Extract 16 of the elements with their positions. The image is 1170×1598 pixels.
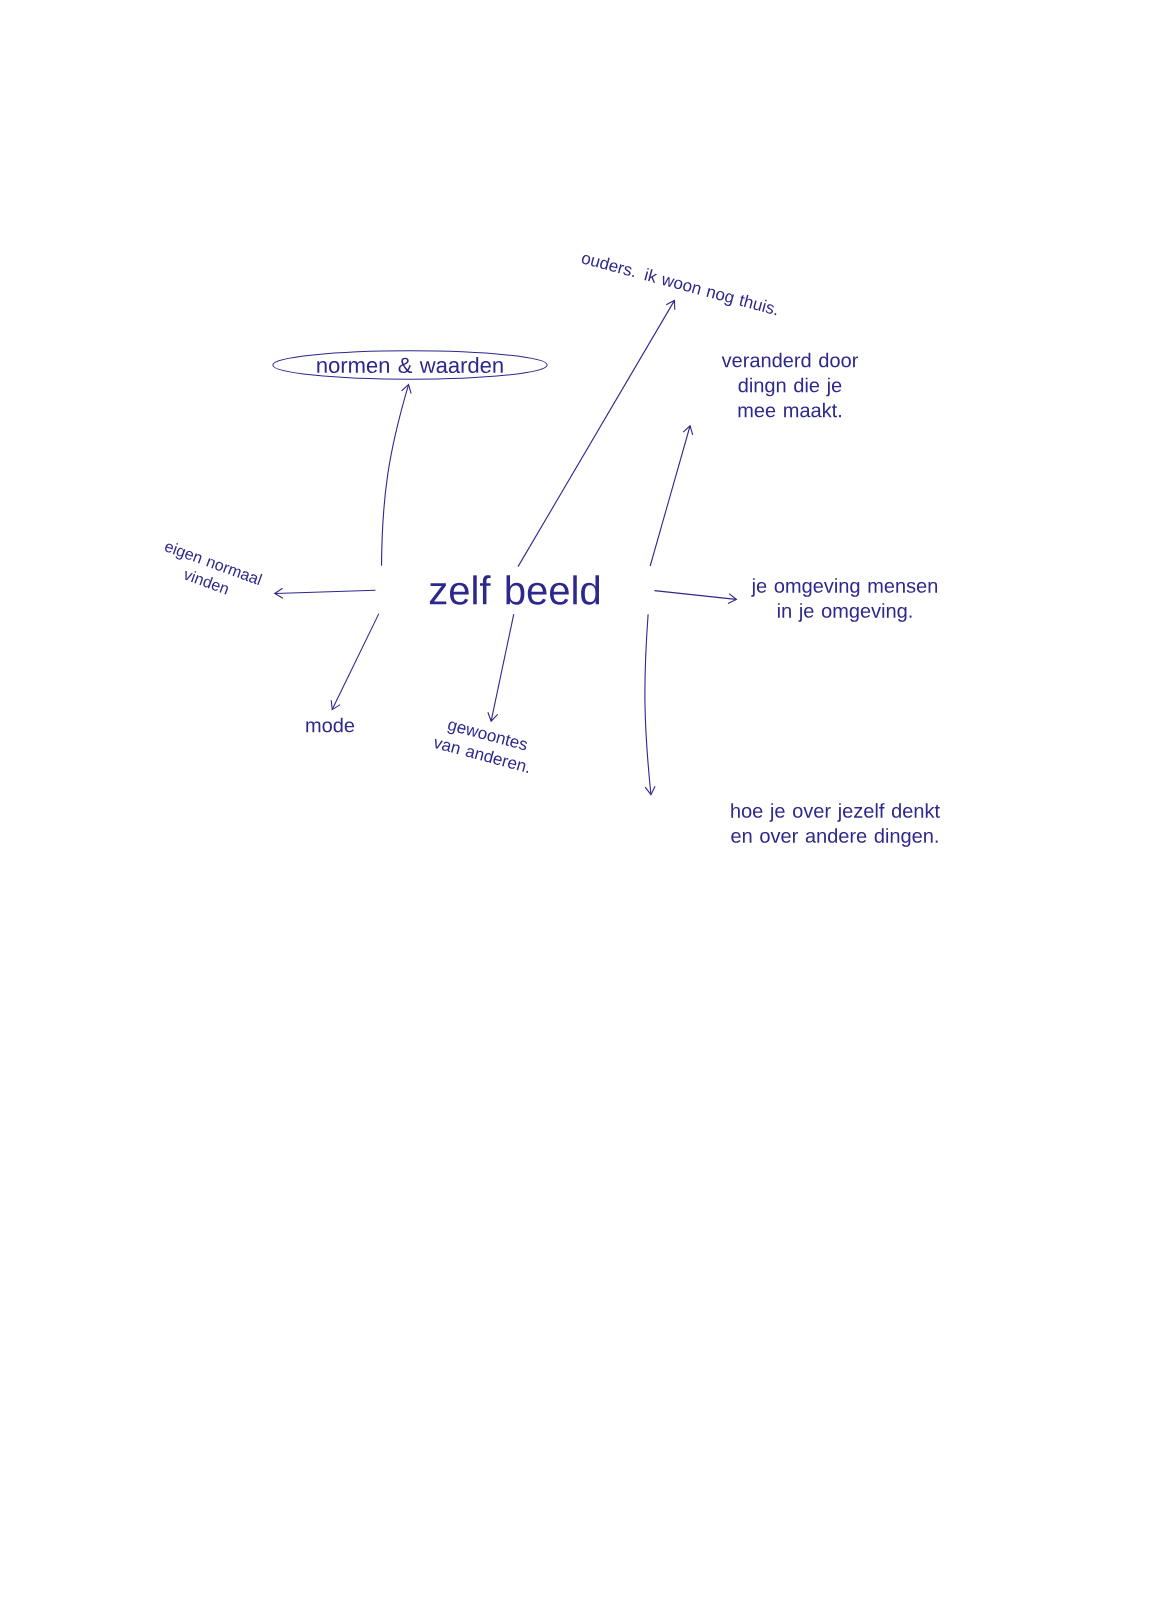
arrow [649, 424, 694, 567]
concept-text: veranderd door dingn die je mee maakt. [721, 352, 858, 418]
concept-text: hoe je over jezelf denkt en over andere dingen. [731, 803, 940, 847]
arrow [330, 613, 380, 711]
arrow [517, 299, 676, 568]
concept-text: ouders. ik woon nog thuis. [581, 255, 777, 316]
arrow [487, 613, 515, 723]
central-concept: zelf beeld [429, 575, 600, 605]
arrow [653, 590, 738, 605]
arrow [644, 613, 656, 796]
concept-text: eigen normaal vinden [165, 543, 263, 595]
arrow [380, 383, 412, 567]
concept-text: mode [306, 717, 355, 733]
concept-bubble: normen & waarden [272, 350, 548, 380]
concept-text: je omgeving mensen in je omgeving. [751, 578, 938, 622]
arrow [273, 587, 377, 599]
